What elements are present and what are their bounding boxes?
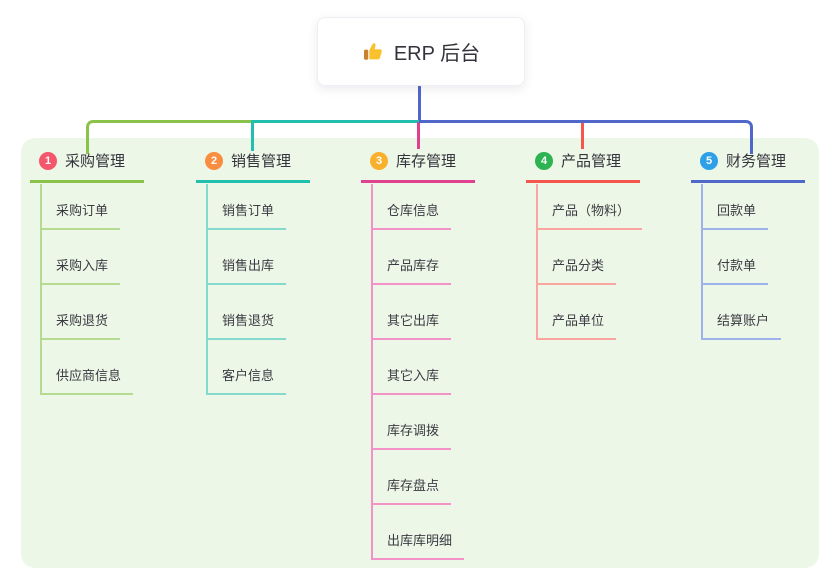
child-label: 采购退货 xyxy=(56,313,109,328)
branch-node-1: 1 采购管理 采购订单 采购入库 采购退货 供应商信息 xyxy=(30,148,200,395)
child-label: 出库库明细 xyxy=(387,533,453,548)
branch-header: 2 销售管理 xyxy=(196,148,310,183)
root-node: ERP 后台 xyxy=(317,17,525,86)
child-label: 仓库信息 xyxy=(387,203,440,218)
child-label: 销售退货 xyxy=(222,313,275,328)
child-node: 销售订单 xyxy=(206,202,287,230)
root-label: ERP 后台 xyxy=(393,43,481,65)
branch-children-line xyxy=(701,184,703,338)
child-label: 客户信息 xyxy=(222,368,275,383)
branch-children-line xyxy=(536,184,538,338)
branch-label: 采购管理 xyxy=(65,153,126,170)
connector-branch2-drop xyxy=(251,120,254,151)
connector-root-stem xyxy=(418,84,421,122)
background-panel xyxy=(21,138,819,568)
branch-children-line xyxy=(40,184,42,393)
child-node: 采购退货 xyxy=(40,312,121,340)
child-node: 采购入库 xyxy=(40,257,121,285)
child-label: 产品单位 xyxy=(552,313,605,328)
child-node: 销售退货 xyxy=(206,312,287,340)
thumbs-up-icon xyxy=(362,41,384,63)
branch-number-badge: 4 xyxy=(535,151,553,170)
child-label: 产品库存 xyxy=(387,258,440,273)
branch-number-badge: 3 xyxy=(370,151,388,170)
child-node: 采购订单 xyxy=(40,202,121,230)
branch-label: 库存管理 xyxy=(396,153,457,170)
child-label: 产品分类 xyxy=(552,258,605,273)
child-label: 其它入库 xyxy=(387,368,440,383)
child-node: 供应商信息 xyxy=(40,367,134,395)
child-label: 付款单 xyxy=(717,258,757,273)
branch-children-line xyxy=(206,184,208,393)
branch-number-badge: 5 xyxy=(700,151,718,170)
child-node: 其它入库 xyxy=(371,367,452,395)
child-node: 产品单位 xyxy=(536,312,617,340)
branch-node-5: 5 财务管理 回款单 付款单 结算账户 xyxy=(691,148,839,340)
child-label: 销售出库 xyxy=(222,258,275,273)
branch-header: 1 采购管理 xyxy=(30,148,144,183)
branch-node-3: 3 库存管理 仓库信息 产品库存 其它出库 其它入库 库存调拨 库存盘点 出库库… xyxy=(361,148,531,560)
connector-branch3-drop xyxy=(417,122,420,149)
child-node: 回款单 xyxy=(701,202,769,230)
child-node: 付款单 xyxy=(701,257,769,285)
child-node: 库存盘点 xyxy=(371,477,452,505)
child-label: 采购入库 xyxy=(56,258,109,273)
branch-node-2: 2 销售管理 销售订单 销售出库 销售退货 客户信息 xyxy=(196,148,366,395)
child-node: 产品分类 xyxy=(536,257,617,285)
child-node: 其它出库 xyxy=(371,312,452,340)
child-node: 产品库存 xyxy=(371,257,452,285)
connector-branch5-elbow xyxy=(419,120,753,154)
branch-header: 3 库存管理 xyxy=(361,148,475,183)
child-label: 库存调拨 xyxy=(387,423,440,438)
connector-branch4-drop xyxy=(581,122,584,149)
child-node: 产品（物料） xyxy=(536,202,643,230)
child-label: 采购订单 xyxy=(56,203,109,218)
branch-label: 产品管理 xyxy=(561,153,622,170)
connector-bus-teal-segment xyxy=(252,120,419,123)
branch-node-4: 4 产品管理 产品（物料） 产品分类 产品单位 xyxy=(526,148,696,340)
child-node: 结算账户 xyxy=(701,312,782,340)
child-node: 出库库明细 xyxy=(371,532,465,560)
child-label: 库存盘点 xyxy=(387,478,440,493)
branch-label: 销售管理 xyxy=(231,153,292,170)
child-label: 回款单 xyxy=(717,203,757,218)
child-label: 其它出库 xyxy=(387,313,440,328)
child-node: 仓库信息 xyxy=(371,202,452,230)
child-node: 库存调拨 xyxy=(371,422,452,450)
child-label: 销售订单 xyxy=(222,203,275,218)
child-label: 结算账户 xyxy=(717,313,770,328)
child-node: 客户信息 xyxy=(206,367,287,395)
child-label: 产品（物料） xyxy=(552,203,631,218)
branch-header: 5 财务管理 xyxy=(691,148,805,183)
branch-number-badge: 2 xyxy=(205,151,223,170)
child-node: 销售出库 xyxy=(206,257,287,285)
branch-label: 财务管理 xyxy=(726,153,787,170)
branch-number-badge: 1 xyxy=(39,151,57,170)
branch-children-line xyxy=(371,184,373,558)
connector-branch1-elbow xyxy=(86,120,255,154)
branch-header: 4 产品管理 xyxy=(526,148,640,183)
child-label: 供应商信息 xyxy=(56,368,122,383)
